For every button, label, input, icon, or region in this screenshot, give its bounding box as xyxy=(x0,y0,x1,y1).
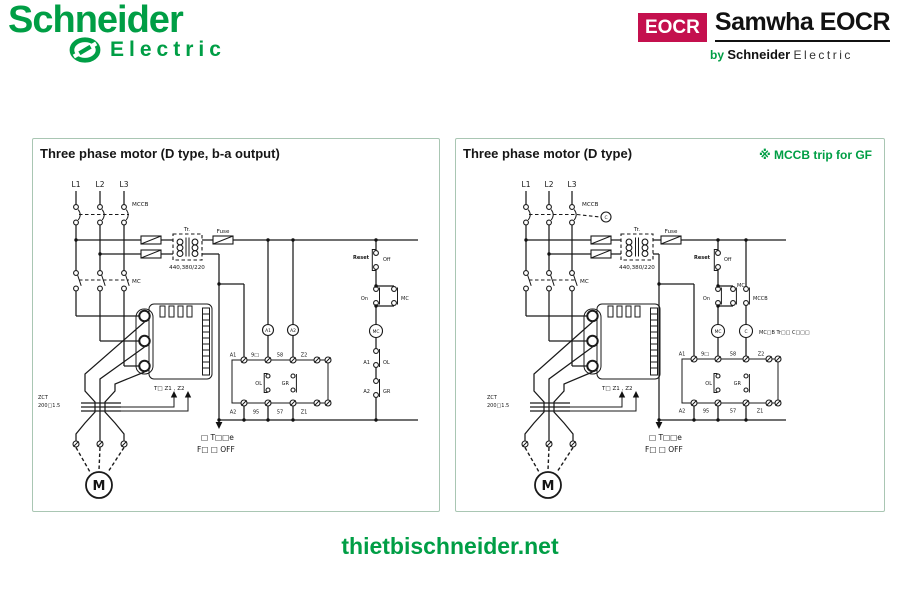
term-95: 95 xyxy=(253,410,259,416)
byline-suffix: Electric xyxy=(793,48,853,62)
mc-label: MC xyxy=(580,279,589,285)
schneider-logo: Schneider Electric xyxy=(8,0,226,64)
samwha-eocr-logo: EOCR Samwha EOCR by Schneider Electric xyxy=(637,8,891,62)
mccb-label: MCCB xyxy=(132,202,149,208)
ol-label: OL xyxy=(255,381,262,387)
mc-coil-label: MC xyxy=(715,329,722,335)
phase-l3-label: L3 xyxy=(568,180,577,189)
byline-by: by xyxy=(709,48,724,62)
left-schematic: L1 L2 L3 MCCB MC Tr. 440,380/220 Fuse Re… xyxy=(38,180,418,499)
trip-coil-label: MC□B Tr□□ C□□□ xyxy=(759,330,810,336)
eocr-title: Samwha EOCR xyxy=(714,8,891,42)
right-labels: L1 L2 L3 MCCB C MC Tr. 440,380/220 Fuse … xyxy=(487,180,810,494)
term-a2: A2 xyxy=(679,409,686,415)
a2-ctrl-label: A2 xyxy=(363,389,370,395)
ol-ctrl-label: OL xyxy=(383,360,390,366)
term-z2: Z2 xyxy=(301,353,308,359)
on-label: On xyxy=(361,296,368,302)
junction-dots xyxy=(74,238,378,422)
term-z2: Z2 xyxy=(758,352,765,358)
motor-label: M xyxy=(93,479,106,494)
term-95: 95 xyxy=(703,409,709,415)
panel-left-title: Three phase motor (D type, b-a output) xyxy=(40,146,280,161)
eocr-badge: EOCR xyxy=(637,13,707,42)
term-58: 58 xyxy=(277,353,283,359)
off-label: Off xyxy=(724,257,732,263)
right-wiring xyxy=(521,191,786,499)
fuse-label: Fuse xyxy=(217,229,230,235)
phase-l2-label: L2 xyxy=(545,180,554,189)
ol-label: OL xyxy=(705,381,712,387)
mc-aux-label: MC xyxy=(737,283,745,289)
zct-ratio: 200□1.5 xyxy=(38,403,60,409)
zct-label: ZCT xyxy=(487,395,498,401)
phase-l1-label: L1 xyxy=(522,180,531,189)
mccb-trip-c-label: C xyxy=(604,215,607,221)
mc-coil-label: MC xyxy=(373,329,380,335)
note-line1: □ T□□e xyxy=(649,433,682,442)
phase-l2-label: L2 xyxy=(96,180,105,189)
panel-right-note: ※ MCCB trip for GF xyxy=(759,148,872,162)
note-line2: F□ □ OFF xyxy=(197,445,235,454)
motor-label: M xyxy=(542,479,555,494)
panel-right-title: Three phase motor (D type) xyxy=(463,146,633,161)
zct-label: ZCT xyxy=(38,395,49,401)
term-a1: A1 xyxy=(679,352,686,358)
tz-label: T□ Z1 , Z2 xyxy=(153,386,185,392)
reset-label: Reset xyxy=(353,255,370,261)
term-z1: Z1 xyxy=(757,409,764,415)
off-label: Off xyxy=(383,257,391,263)
lamp-a1-label: A1 xyxy=(265,328,271,334)
term-96: 9□ xyxy=(251,353,259,359)
term-a2: A2 xyxy=(230,410,237,416)
mc-label: MC xyxy=(132,279,141,285)
gr-ctrl-label: GR xyxy=(383,389,391,395)
footer-site-link[interactable]: thietbischneider.net xyxy=(341,533,559,559)
transformer-label: Tr. xyxy=(183,227,190,233)
left-wiring xyxy=(72,191,418,499)
phase-l3-label: L3 xyxy=(120,180,129,189)
term-57: 57 xyxy=(730,409,736,415)
mccb-aux-label: MCCB xyxy=(753,296,768,302)
term-z1: Z1 xyxy=(301,410,308,416)
schneider-electric-glyph-icon xyxy=(69,37,101,63)
gr-label: GR xyxy=(282,381,290,387)
panel-right: Three phase motor (D type) ※ MCCB trip f… xyxy=(455,138,885,512)
reset-label: Reset xyxy=(694,255,711,261)
gr-label: GR xyxy=(734,381,742,387)
panel-left: Three phase motor (D type, b-a output) xyxy=(32,138,440,512)
term-57: 57 xyxy=(277,410,283,416)
transformer-ratio: 440,380/220 xyxy=(619,265,655,271)
mccb-label: MCCB xyxy=(582,202,599,208)
right-schematic: L1 L2 L3 MCCB C MC Tr. 440,380/220 Fuse … xyxy=(487,180,810,499)
note-line2: F□ □ OFF xyxy=(645,445,683,454)
transformer-ratio: 440,380/220 xyxy=(169,265,205,271)
footer: thietbischneider.net xyxy=(0,533,900,560)
tz-label: T□ Z1 , Z2 xyxy=(601,386,633,392)
term-58: 58 xyxy=(730,352,736,358)
eocr-byline: by Schneider Electric xyxy=(710,47,890,62)
c-coil-label: C xyxy=(744,329,747,335)
term-a1: A1 xyxy=(230,353,237,359)
a1-ctrl-label: A1 xyxy=(363,360,370,366)
note-line1: □ T□□e xyxy=(201,433,234,442)
zct-ratio: 200□1.5 xyxy=(487,403,509,409)
mc-aux-label: MC xyxy=(401,296,409,302)
transformer-label: Tr. xyxy=(633,227,640,233)
electric-wordmark: Electric xyxy=(110,38,226,61)
lamp-a2-label: A2 xyxy=(290,328,296,334)
byline-brand: Schneider xyxy=(727,47,791,62)
fuse-label: Fuse xyxy=(665,229,678,235)
term-96: 9□ xyxy=(701,352,709,358)
junction-dots xyxy=(524,238,748,422)
on-label: On xyxy=(703,296,710,302)
phase-l1-label: L1 xyxy=(72,180,81,189)
schneider-wordmark: Schneider xyxy=(8,0,184,41)
left-labels: L1 L2 L3 MCCB MC Tr. 440,380/220 Fuse Re… xyxy=(38,180,409,494)
